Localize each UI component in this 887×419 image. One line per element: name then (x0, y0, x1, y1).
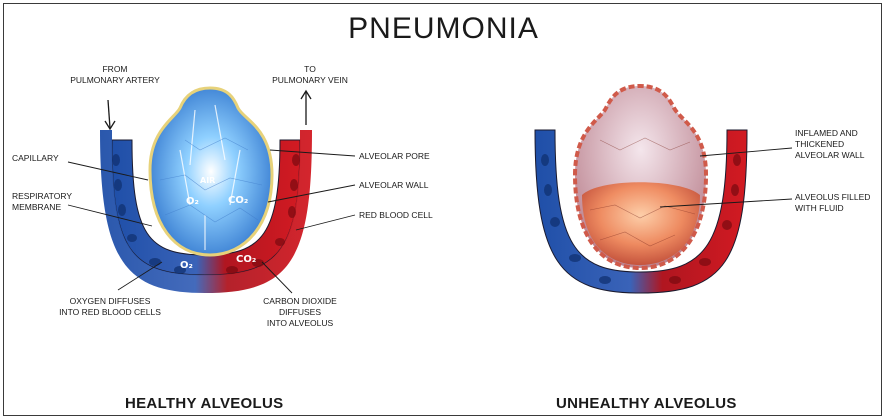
label-o2-inner: O₂ (186, 196, 199, 207)
label-red-blood-cell: RED BLOOD CELL (359, 210, 433, 221)
label-respiratory-membrane: RESPIRATORY MEMBRANE (12, 191, 72, 213)
label-capillary: CAPILLARY (12, 153, 59, 164)
caption-unhealthy: UNHEALTHY ALVEOLUS (556, 395, 737, 412)
arrow-in (108, 100, 110, 128)
label-co2-diffuses: CARBON DIOXIDE DIFFUSES INTO ALVEOLUS (245, 296, 355, 329)
label-co2-inner: CO₂ (228, 195, 248, 206)
label-air: AIR (200, 176, 215, 185)
label-alveolar-pore: ALVEOLAR PORE (359, 151, 430, 162)
label-alveolus-fluid: ALVEOLUS FILLED WITH FLUID (795, 192, 870, 214)
label-from-pulmonary-artery: FROM PULMONARY ARTERY (60, 64, 170, 86)
label-to-pulmonary-vein: TO PULMONARY VEIN (255, 64, 365, 86)
label-oxygen-diffuses: OXYGEN DIFFUSES INTO RED BLOOD CELLS (40, 296, 180, 318)
label-co2-outer: CO₂ (236, 254, 256, 265)
label-alveolar-wall: ALVEOLAR WALL (359, 180, 428, 191)
label-inflamed-wall: INFLAMED AND THICKENED ALVEOLAR WALL (795, 128, 864, 161)
caption-healthy: HEALTHY ALVEOLUS (125, 395, 283, 412)
unhealthy-alveolus (575, 86, 706, 268)
label-o2-outer: O₂ (180, 260, 193, 271)
healthy-alveolus (150, 88, 272, 255)
